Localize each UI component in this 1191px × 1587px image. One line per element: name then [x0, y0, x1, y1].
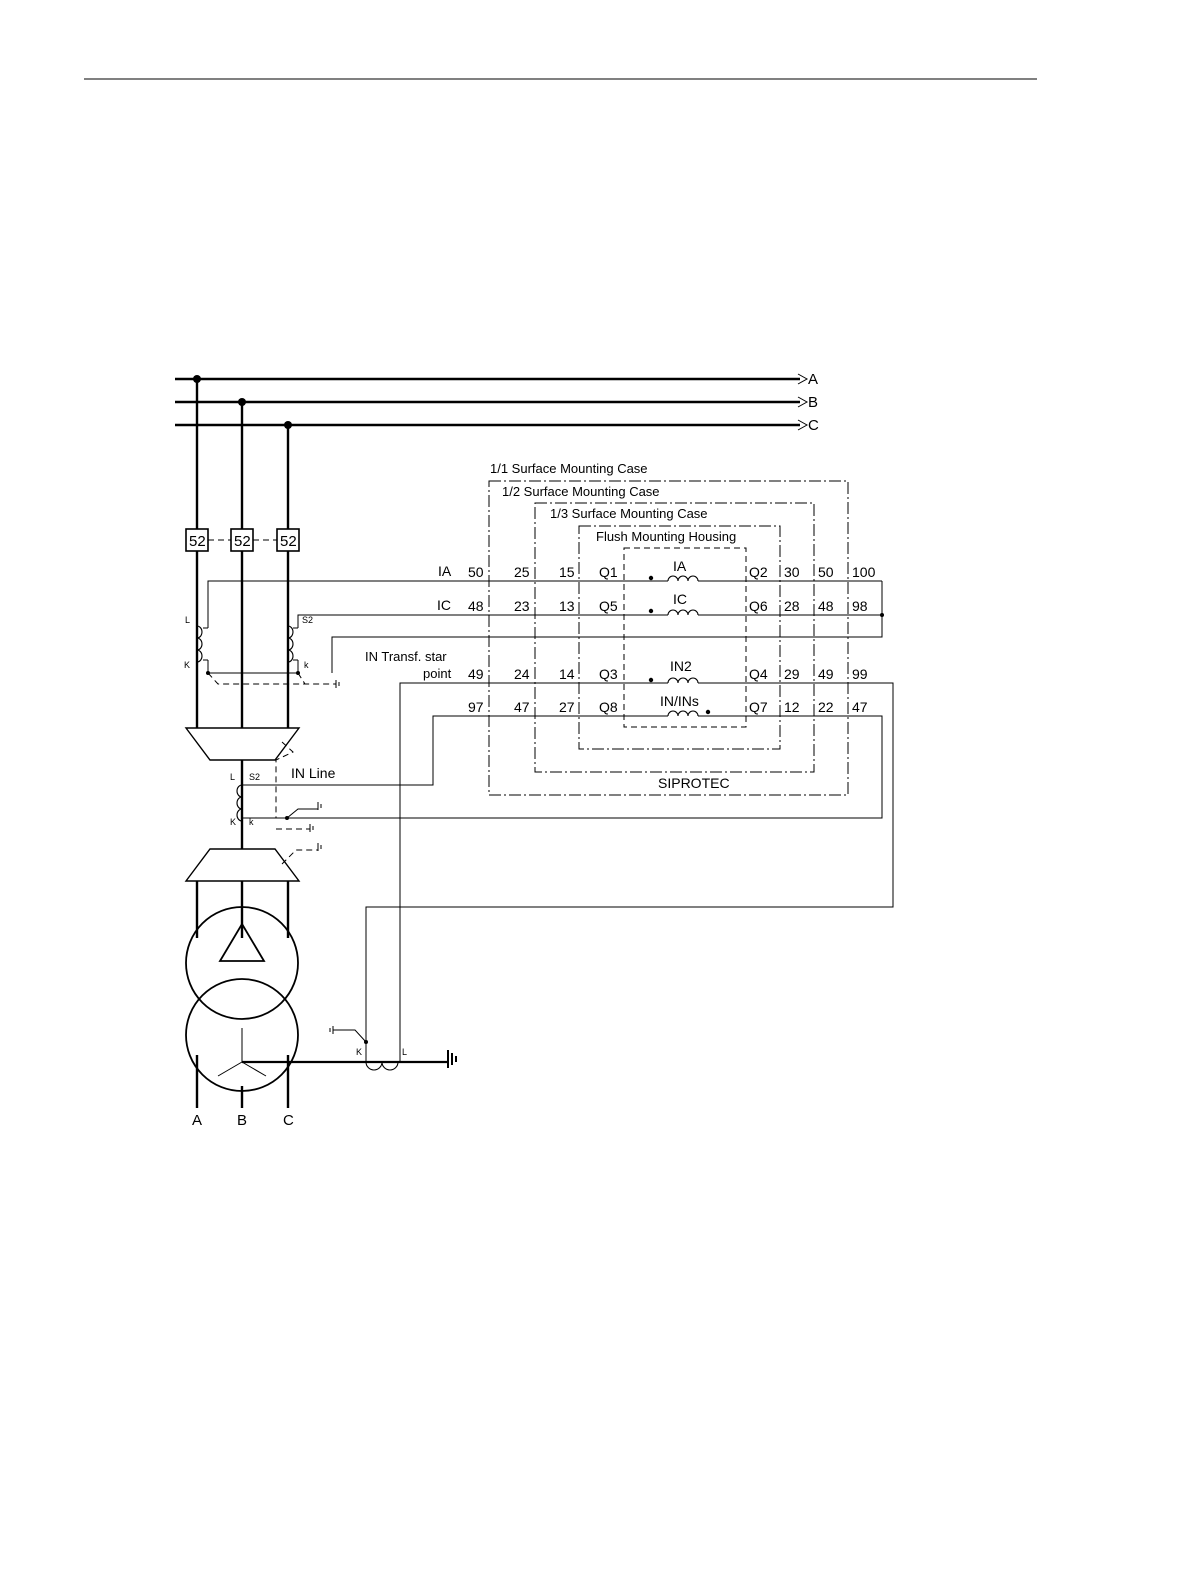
terminal-ia-5: Q2 — [749, 564, 768, 580]
terminal-ia-7: 50 — [818, 564, 834, 580]
cable-ct-label-k-lower: k — [249, 817, 254, 827]
transformer-terminal-b: B — [237, 1112, 247, 1129]
cable-sealing-end-lower — [184, 848, 318, 882]
terminal-ic-1: 48 — [468, 598, 484, 614]
terminal-inns-5: Q7 — [749, 699, 768, 715]
case-1-2-label: 1/2 Surface Mounting Case — [502, 484, 660, 499]
bus-label-b: B — [808, 394, 818, 411]
terminal-ia-1: 50 — [468, 564, 484, 580]
terminal-ia-6: 30 — [784, 564, 800, 580]
terminal-ic-3: 13 — [559, 598, 575, 614]
case-1-3-label: 1/3 Surface Mounting Case — [550, 506, 708, 521]
terminal-in2-1: 49 — [468, 666, 484, 682]
terminal-ia-3: 15 — [559, 564, 575, 580]
signal-ia-label: IA — [438, 563, 452, 579]
neutral-current-transformer — [333, 1029, 401, 1071]
terminal-row-ic — [466, 598, 872, 613]
terminal-ia-8: 100 — [852, 564, 876, 580]
transformer-terminal-a: A — [192, 1112, 202, 1129]
terminal-row-inns — [466, 699, 872, 714]
terminal-in2-3: 14 — [559, 666, 575, 682]
input-in2-label: IN2 — [670, 658, 692, 674]
terminal-inns-3: 27 — [559, 699, 575, 715]
terminal-row-ia — [466, 564, 878, 579]
ct-a-label-l: L — [185, 615, 190, 625]
cable-ct-label-k-upper: K — [230, 817, 236, 827]
neutral-ct-label-l: L — [402, 1047, 407, 1057]
input-ic-label: IC — [673, 591, 687, 607]
housing-outlines — [488, 480, 849, 796]
circuit-breakers — [185, 528, 300, 552]
terminal-in2-4: Q3 — [599, 666, 618, 682]
signal-in-transf-line1: IN Transf. star — [365, 649, 447, 664]
flush-housing-label: Flush Mounting Housing — [596, 529, 736, 544]
terminal-in2-5: Q4 — [749, 666, 768, 682]
terminal-inns-6: 12 — [784, 699, 800, 715]
breaker-label-a: 52 — [189, 533, 206, 550]
terminal-inns-1: 97 — [468, 699, 484, 715]
terminal-ic-7: 48 — [818, 598, 834, 614]
terminal-ic-2: 23 — [514, 598, 530, 614]
cable-ct-label-l: L — [230, 772, 235, 782]
terminal-ia-2: 25 — [514, 564, 530, 580]
terminal-inns-7: 22 — [818, 699, 834, 715]
label-in-line: IN Line — [291, 765, 336, 781]
case-1-1-label: 1/1 Surface Mounting Case — [490, 461, 648, 476]
terminal-ia-4: Q1 — [599, 564, 618, 580]
terminal-ic-6: 28 — [784, 598, 800, 614]
input-inns-label: IN/INs — [660, 693, 699, 709]
terminal-inns-8: 47 — [852, 699, 868, 715]
terminal-in2-8: 99 — [852, 666, 868, 682]
signal-ic-label: IC — [437, 597, 451, 613]
busbars — [175, 373, 809, 431]
terminal-in2-7: 49 — [818, 666, 834, 682]
breaker-label-c: 52 — [280, 533, 297, 550]
terminal-ic-4: Q5 — [599, 598, 618, 614]
terminal-inns-2: 47 — [514, 699, 530, 715]
terminal-inns-4: Q8 — [599, 699, 618, 715]
terminal-row-in2 — [466, 666, 872, 681]
terminal-in2-6: 29 — [784, 666, 800, 682]
terminal-ic-5: Q6 — [749, 598, 768, 614]
breaker-label-b: 52 — [234, 533, 251, 550]
device-label: SIPROTEC — [658, 775, 730, 791]
cable-current-transformer — [236, 784, 318, 830]
ct-c-label-s2: S2 — [302, 615, 313, 625]
ct-c-label-k: k — [304, 660, 309, 670]
neutral-ct-label-k: K — [356, 1047, 362, 1057]
terminal-ic-8: 98 — [852, 598, 868, 614]
bus-label-a: A — [808, 371, 818, 388]
bus-label-c: C — [808, 417, 819, 434]
power-transformer — [185, 906, 448, 1092]
phase-current-transformers — [196, 625, 294, 663]
input-ia-label: IA — [673, 558, 687, 574]
cable-sealing-end-upper — [184, 727, 301, 818]
ground-symbols — [309, 680, 457, 1068]
signal-in-transf-line2: point — [423, 666, 452, 681]
ct-a-label-k: K — [184, 660, 190, 670]
input-coils — [648, 575, 711, 722]
terminal-in2-2: 24 — [514, 666, 530, 682]
transformer-terminal-c: C — [283, 1112, 294, 1129]
cable-ct-label-s2: S2 — [249, 772, 260, 782]
secondary-wiring — [203, 580, 894, 1052]
